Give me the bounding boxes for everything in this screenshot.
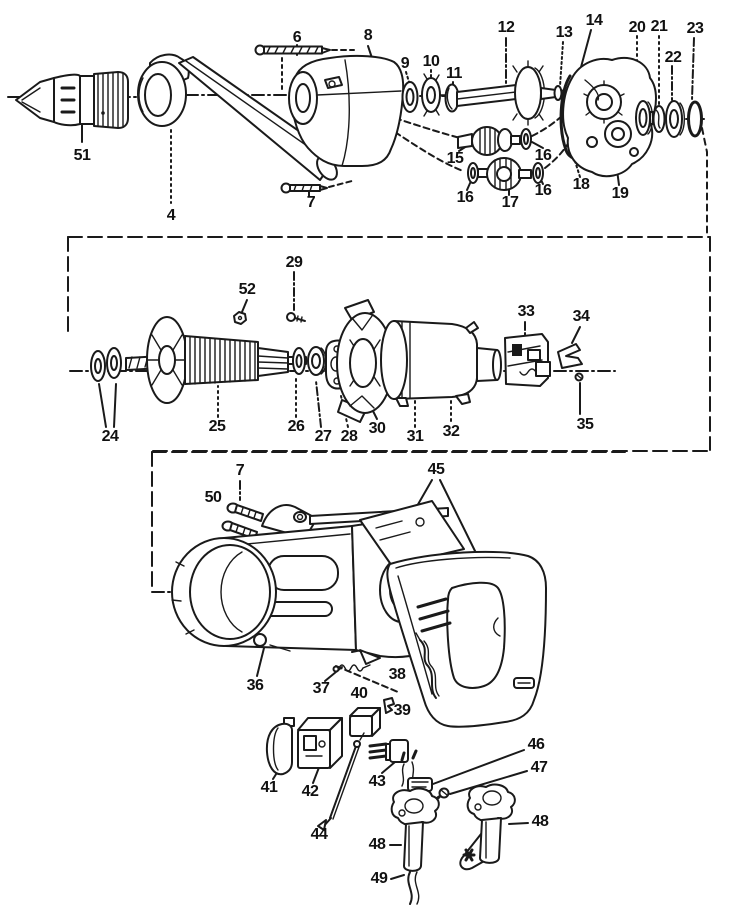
callout-7-top: 7 (306, 194, 316, 211)
callout-50: 50 (204, 489, 222, 506)
callout-30: 30 (368, 420, 386, 437)
part-30-baffle (337, 300, 393, 422)
callout-13: 13 (555, 24, 573, 41)
callout-38: 38 (388, 666, 406, 683)
callout-27: 27 (314, 428, 332, 445)
part-44-wire (318, 733, 364, 830)
part-40-cube (350, 708, 380, 736)
part-22-bearing (666, 101, 684, 137)
callout-16-a: 16 (534, 147, 552, 164)
callout-21: 21 (650, 18, 668, 35)
part-10-spider-washer (422, 74, 446, 116)
callout-17: 17 (501, 194, 519, 211)
callout-16-b: 16 (456, 189, 474, 206)
part-49-cord (408, 872, 418, 904)
part-7-screw-top (282, 184, 328, 193)
part-48-cord-protector-right (460, 785, 515, 870)
part-37-spring (334, 665, 371, 672)
callout-48-right: 48 (531, 813, 549, 830)
callout-47: 47 (530, 759, 548, 776)
callout-6: 6 (292, 29, 302, 46)
part-34-clip (558, 344, 582, 368)
part-20-bearing (636, 101, 653, 135)
callout-10: 10 (422, 53, 440, 70)
part-29-screw (287, 313, 305, 322)
callout-24: 24 (101, 428, 119, 445)
callout-44: 44 (310, 826, 328, 843)
callout-11: 11 (446, 65, 462, 82)
callout-29: 29 (285, 254, 303, 271)
part-11-wave-washer (446, 85, 459, 112)
callout-19: 19 (611, 185, 629, 202)
part-45-handle-housing (360, 501, 546, 727)
callout-9: 9 (400, 55, 410, 72)
callout-14: 14 (585, 12, 603, 29)
part-32-field (381, 321, 501, 406)
callout-15: 15 (446, 150, 464, 167)
part-48-cord-protector-left (392, 789, 439, 871)
callout-4: 4 (166, 207, 176, 224)
part-35-screw (576, 374, 583, 381)
part-16-washer-left (468, 163, 478, 183)
callout-16-c: 16 (534, 182, 552, 199)
callout-39: 39 (393, 702, 411, 719)
part-8-gearcase (289, 56, 403, 166)
part-17-gear (478, 158, 531, 190)
callout-18: 18 (572, 176, 590, 193)
callout-8: 8 (363, 27, 373, 44)
part-39-clip (384, 698, 394, 713)
callout-36: 36 (246, 677, 264, 694)
callout-40: 40 (350, 685, 368, 702)
part-12-spindle-gear (457, 61, 568, 125)
callout-33: 33 (517, 303, 535, 320)
callout-32: 32 (442, 423, 460, 440)
part-21-wave-washer (654, 106, 665, 132)
callout-45: 45 (427, 461, 445, 478)
callout-46: 46 (527, 736, 545, 753)
callout-25: 25 (208, 418, 226, 435)
part-4-side-handle-collar (138, 55, 189, 126)
callout-31: 31 (406, 428, 424, 445)
callout-22: 22 (664, 49, 682, 66)
callout-49: 49 (370, 870, 388, 887)
part-16-washer-upper (521, 129, 531, 149)
part-38-wire-link (416, 633, 439, 698)
part-52-nut (234, 312, 246, 324)
part-15-gear-cluster (458, 127, 520, 155)
part-6-screw (256, 46, 331, 55)
callout-41: 41 (260, 779, 278, 796)
callout-51: 51 (73, 147, 91, 164)
callout-20: 20 (628, 19, 646, 36)
part-27-bearing (308, 347, 326, 375)
part-33-brush-holder (505, 334, 550, 386)
part-16-washer-right (533, 163, 543, 183)
callout-12: 12 (497, 19, 515, 36)
callout-23: 23 (686, 20, 704, 37)
part-25-armature (126, 317, 306, 403)
part-26-washer (293, 348, 305, 374)
part-51-chuck (16, 72, 128, 128)
part-23-o-ring (689, 102, 702, 136)
callout-37: 37 (312, 680, 330, 697)
part-50-screws (223, 504, 282, 541)
part-41-trigger (267, 718, 294, 774)
callout-52: 52 (238, 281, 256, 298)
callout-35: 35 (576, 416, 594, 433)
part-9-washer (403, 82, 418, 112)
part-24-washers (91, 348, 121, 381)
callout-43: 43 (368, 773, 386, 790)
callout-48-left: 48 (368, 836, 386, 853)
callout-26: 26 (287, 418, 305, 435)
callout-7-bottom: 7 (235, 462, 245, 479)
callout-42: 42 (301, 783, 319, 800)
callout-28: 28 (340, 428, 358, 445)
part-42-switch (298, 718, 342, 768)
callout-34: 34 (572, 308, 590, 325)
